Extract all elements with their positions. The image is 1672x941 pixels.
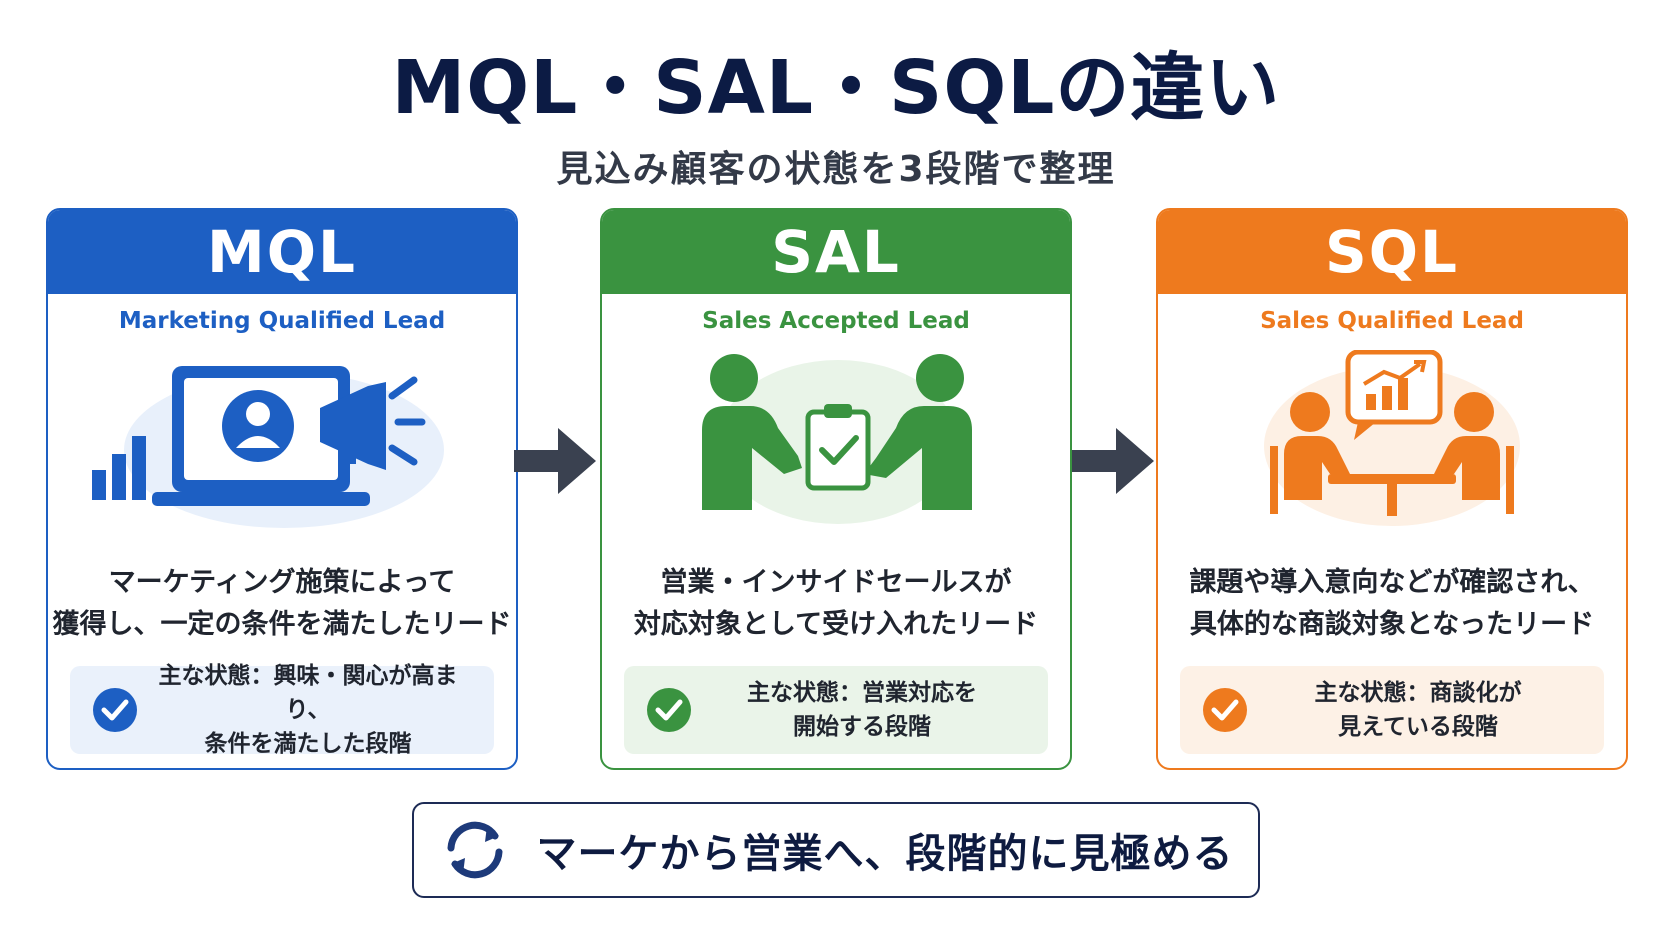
card-mql-desc-line2: 獲得し、一定の条件を満たしたリード — [52, 609, 512, 640]
card-sql: SQL Sales Qualified Lead 課題や導入意向などが確認され、… — [1156, 208, 1628, 770]
check-icon — [647, 688, 691, 732]
card-mql-header: MQL — [48, 210, 516, 294]
right-arrow-icon — [514, 428, 596, 494]
card-sal-desc-line1: 営業・インサイドセールスが — [660, 567, 1012, 598]
page-title: MQL・SAL・SQLの違い — [391, 45, 1281, 131]
card-sal: SAL Sales Accepted Lead 営業・インサイドセールスが 対応… — [600, 208, 1072, 770]
card-sql-status-text: 主な状態：商談化が 見えている段階 — [1248, 676, 1604, 744]
card-sal-english-name: Sales Accepted Lead — [702, 308, 970, 334]
card-sql-status-line1: 主な状態：商談化が — [1314, 680, 1522, 706]
handover-clipboard-icon — [602, 350, 1070, 760]
card-sal-status: 主な状態：営業対応を 開始する段階 — [624, 666, 1048, 754]
card-sql-status: 主な状態：商談化が 見えている段階 — [1180, 666, 1604, 754]
laptop-megaphone-icon — [48, 350, 516, 760]
card-sql-header: SQL — [1158, 210, 1626, 294]
summary-banner: マーケから営業へ、段階的に見極める — [412, 802, 1260, 898]
right-arrow-icon — [1072, 428, 1154, 494]
summary-text: マーケから営業へ、段階的に見極める — [536, 831, 1234, 877]
card-sal-status-line1: 主な状態：営業対応を — [747, 680, 977, 706]
card-mql-status-line1: 主な状態：興味・関心が高まり、 — [158, 663, 458, 723]
check-icon — [93, 688, 137, 732]
card-sql-desc-line2: 具体的な商談対象となったリード — [1189, 609, 1595, 640]
card-mql-english-name: Marketing Qualified Lead — [118, 308, 446, 334]
card-mql: MQL Marketing Qualified Lead マーケティング施策によ… — [46, 208, 518, 770]
card-mql-status-text: 主な状態：興味・関心が高まり、 条件を満たした段階 — [138, 659, 494, 761]
card-sal-description: 営業・インサイドセールスが 対応対象として受け入れたリード — [602, 562, 1070, 646]
check-icon — [1203, 688, 1247, 732]
card-sql-desc-line1: 課題や導入意向などが確認され、 — [1189, 567, 1595, 598]
card-sal-header: SAL — [602, 210, 1070, 294]
card-mql-status-line2: 条件を満たした段階 — [204, 731, 412, 757]
card-sal-status-text: 主な状態：営業対応を 開始する段階 — [692, 676, 1048, 744]
page-subtitle: 見込み顧客の状態を3段階で整理 — [556, 149, 1116, 190]
card-mql-description: マーケティング施策によって 獲得し、一定の条件を満たしたリード — [48, 562, 516, 646]
card-sql-english-name: Sales Qualified Lead — [1260, 308, 1524, 334]
card-sql-description: 課題や導入意向などが確認され、 具体的な商談対象となったリード — [1158, 562, 1626, 646]
card-mql-desc-line1: マーケティング施策によって — [108, 567, 456, 598]
card-sal-status-line2: 開始する段階 — [793, 714, 931, 740]
meeting-chart-icon — [1158, 350, 1626, 760]
card-sal-desc-line2: 対応対象として受け入れたリード — [633, 609, 1039, 640]
card-sql-status-line2: 見えている段階 — [1338, 714, 1498, 740]
card-mql-status: 主な状態：興味・関心が高まり、 条件を満たした段階 — [70, 663, 494, 757]
refresh-cycle-icon — [447, 821, 502, 879]
